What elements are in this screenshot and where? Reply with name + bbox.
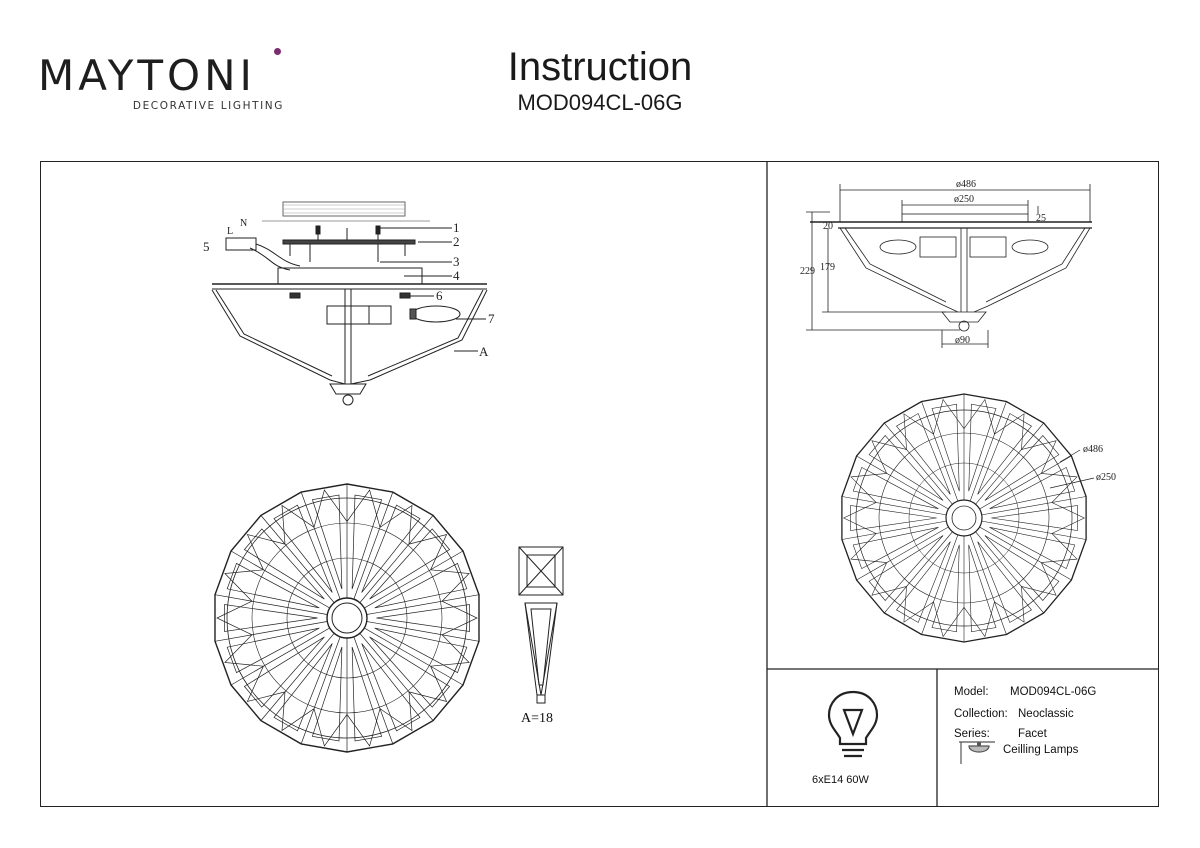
model-value: MOD094CL-06G	[1010, 686, 1097, 698]
dim-d486-top: ø486	[1083, 444, 1103, 455]
brand-tagline: DECORATIVE LIGHTING	[132, 100, 284, 112]
dim-d250-top: ø250	[1096, 472, 1116, 483]
wire-label-n: N	[240, 218, 247, 229]
wire-label-l: L	[227, 226, 233, 237]
callout-7: 7	[488, 311, 495, 326]
crystal-detail	[518, 546, 564, 704]
bulb-icon	[827, 690, 879, 758]
top-view-small	[841, 393, 1087, 643]
callout-4: 4	[453, 268, 460, 283]
crystal-count-label: A=18	[521, 711, 554, 726]
drawing-frame	[40, 161, 1159, 807]
dim-d486-side: ø486	[956, 179, 976, 190]
collection-label: Collection:	[954, 708, 1008, 720]
callout-3: 3	[453, 254, 460, 269]
series-label: Series:	[954, 728, 990, 740]
top-view-large	[214, 483, 480, 753]
page-title: Instruction	[507, 45, 693, 89]
page-model: MOD094CL-06G	[517, 90, 683, 115]
brand-logo: MAYTONI DECORATIVE LIGHTING	[38, 48, 288, 112]
ceiling-lamp-icon	[959, 741, 995, 764]
dim-20: 20	[823, 221, 833, 232]
dim-229: 229	[800, 266, 815, 277]
callout-a: A	[479, 344, 489, 359]
model-label: Model:	[954, 686, 989, 698]
collection-value: Neoclassic	[1018, 708, 1074, 720]
series-value: Facet	[1018, 728, 1047, 740]
callout-1: 1	[453, 220, 460, 235]
callout-6: 6	[436, 288, 443, 303]
callout-5: 5	[203, 239, 210, 254]
brand-name: MAYTONI	[38, 48, 288, 98]
dim-d250-side: ø250	[954, 194, 974, 205]
type-value: Ceilling Lamps	[1003, 744, 1079, 756]
brand-accent-dot	[274, 48, 281, 55]
dim-25: 25	[1036, 213, 1046, 224]
dim-179: 179	[820, 262, 835, 273]
bulb-spec: 6xE14 60W	[812, 774, 869, 786]
callout-2: 2	[453, 234, 460, 249]
dim-d90: ø90	[955, 335, 970, 346]
